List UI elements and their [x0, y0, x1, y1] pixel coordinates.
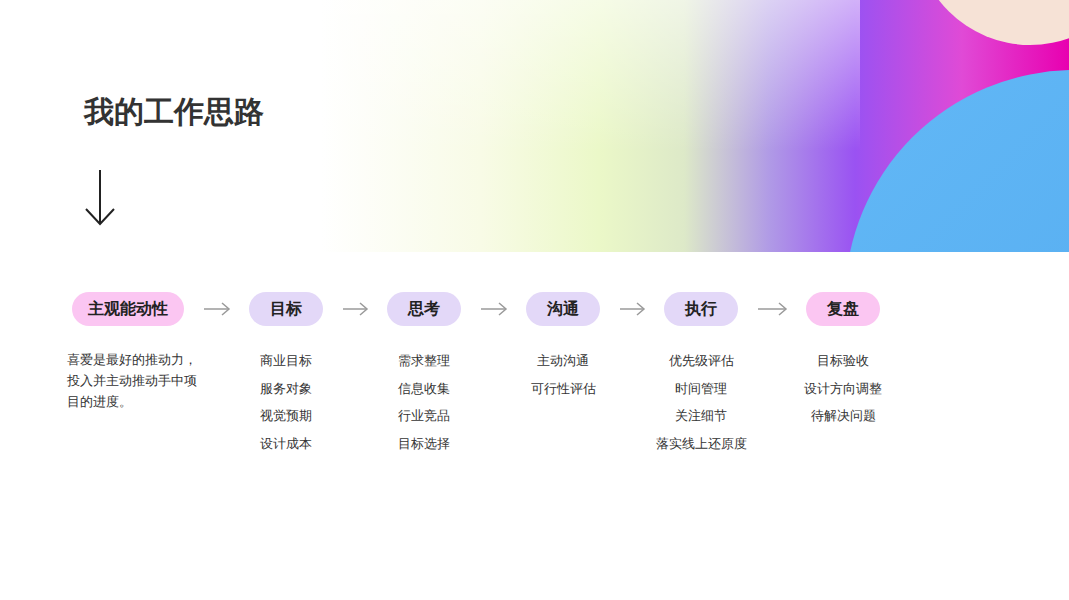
- step-pill: 主观能动性: [72, 292, 184, 326]
- step-pill: 目标: [249, 292, 323, 326]
- sub-item: 目标验收: [817, 350, 869, 371]
- sub-item: 视觉预期: [260, 405, 312, 426]
- sub-item: 落实线上还原度: [656, 433, 747, 454]
- down-arrow: [86, 170, 114, 224]
- step-pill: 执行: [664, 292, 738, 326]
- step-label: 主观能动性: [88, 299, 168, 320]
- sub-item: 商业目标: [260, 350, 312, 371]
- sub-item: 设计成本: [260, 433, 312, 454]
- step-label: 执行: [685, 299, 717, 320]
- step-label: 思考: [408, 299, 440, 320]
- sub-item: 待解决问题: [811, 405, 876, 426]
- flow-arrow: [620, 303, 644, 315]
- sub-item: 服务对象: [260, 378, 312, 399]
- flow-arrow: [481, 303, 506, 315]
- sub-item: 目标选择: [398, 433, 450, 454]
- sub-item: 主动沟通: [537, 350, 589, 371]
- step-pill: 复盘: [806, 292, 880, 326]
- step-label: 目标: [270, 299, 302, 320]
- flow-arrow: [758, 303, 786, 315]
- sub-item: 需求整理: [398, 350, 450, 371]
- description-text: 喜爱是最好的推动力，投入并主动推动手中项目的进度。: [67, 349, 203, 412]
- flow-arrow: [343, 303, 367, 315]
- step-label: 沟通: [547, 299, 579, 320]
- sub-item: 关注细节: [675, 405, 727, 426]
- sub-item: 信息收集: [398, 378, 450, 399]
- step-pill: 思考: [387, 292, 461, 326]
- step-pill: 沟通: [526, 292, 600, 326]
- sub-item: 可行性评估: [531, 378, 596, 399]
- sub-item: 行业竞品: [398, 405, 450, 426]
- sub-item: 优先级评估: [669, 350, 734, 371]
- sub-item: 时间管理: [675, 378, 727, 399]
- step-label: 复盘: [827, 299, 859, 320]
- flow-arrow: [204, 303, 229, 315]
- page-title: 我的工作思路: [84, 92, 264, 133]
- sub-item: 设计方向调整: [804, 378, 882, 399]
